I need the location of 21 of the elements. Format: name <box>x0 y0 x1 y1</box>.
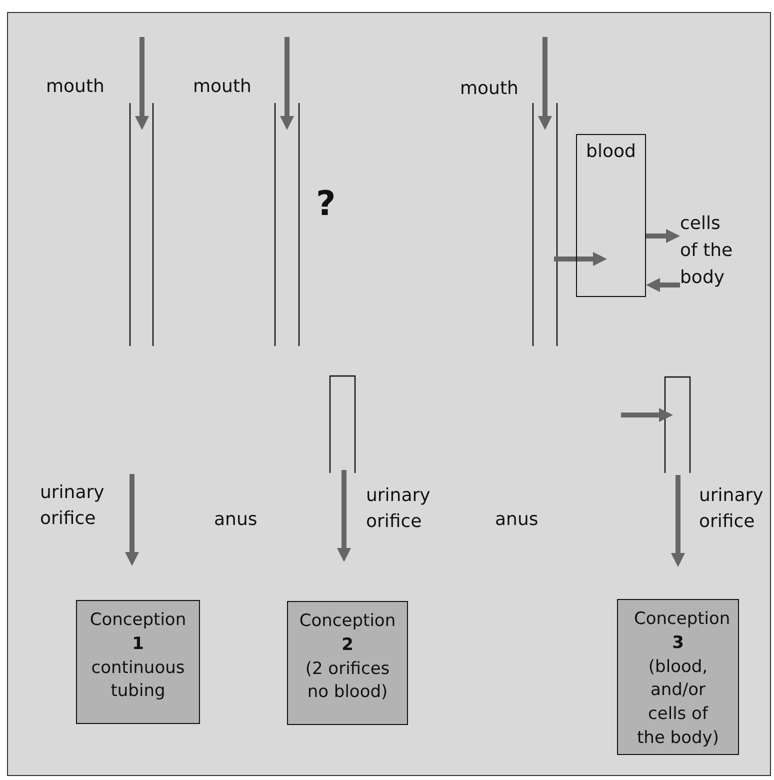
text-label: urinary orifice <box>40 481 106 532</box>
conception-box <box>76 600 200 724</box>
question-mark: ? <box>316 183 337 226</box>
text-label: anus <box>495 508 540 532</box>
arrow <box>646 229 680 243</box>
text-label: urinary orifice <box>699 484 764 534</box>
text-label: anus <box>214 508 258 532</box>
box-text: Conception 3 (blood, and/or cells of the body) <box>634 609 730 748</box>
blood-box <box>576 134 646 297</box>
text-label: mouth <box>460 77 520 101</box>
box-text: Conception 2 (2 orifices no blood) <box>298 611 397 702</box>
arrow <box>554 252 607 266</box>
conception-box <box>287 601 408 725</box>
arrow <box>646 278 680 292</box>
node-label: cells of the body <box>680 210 740 302</box>
box-text: Conception 1 continuous tubing <box>88 610 188 702</box>
box-label: blood <box>586 141 636 162</box>
text-label: mouth <box>46 75 106 99</box>
text-label: urinary orifice <box>366 484 432 534</box>
text-label: mouth <box>193 75 252 99</box>
conception-box <box>617 599 739 755</box>
